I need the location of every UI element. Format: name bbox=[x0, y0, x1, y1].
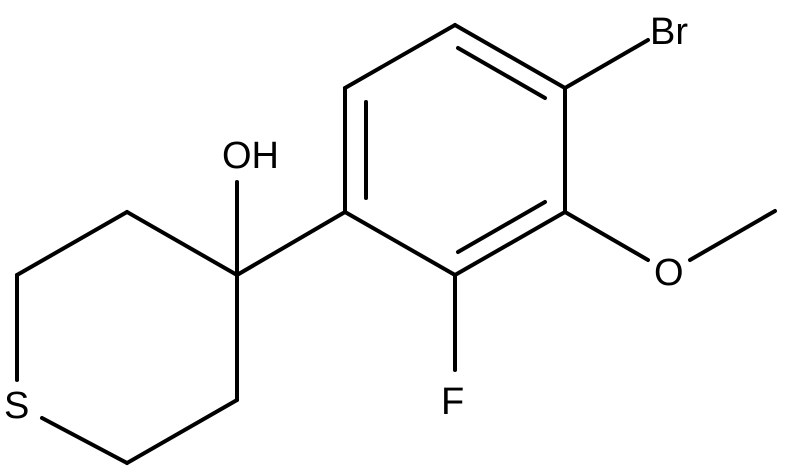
bond-ring-to-quaternary-carbon bbox=[235, 210, 347, 277]
bond-ring-to-bromine bbox=[563, 38, 650, 90]
thiane-bond-c6-c5 bbox=[125, 398, 239, 465]
atom-label-methoxy-oxygen: O bbox=[654, 252, 684, 294]
atom-label-sulfur: S bbox=[4, 385, 29, 427]
atom-label-bromine: Br bbox=[650, 11, 688, 53]
ring-bond-c5-c6 bbox=[343, 210, 457, 277]
ring-bond-c2-c3 bbox=[453, 23, 567, 90]
ring-bond-c1-c2 bbox=[343, 23, 457, 90]
ring-bond-c4-c5 bbox=[453, 210, 567, 277]
thiane-bond-c3-c2 bbox=[15, 210, 129, 277]
ring-double-bond-inner-1 bbox=[456, 46, 547, 100]
thiane-bond-s-c6 bbox=[40, 416, 129, 465]
atom-label-hydroxyl: OH bbox=[222, 135, 279, 177]
benzene-ring bbox=[343, 23, 567, 277]
bond-ring-to-oxygen bbox=[563, 210, 650, 262]
atom-label-fluorine: F bbox=[441, 381, 464, 423]
ring-double-bond-inner-2 bbox=[456, 200, 547, 254]
thiane-bond-c4-c3 bbox=[125, 210, 239, 277]
bond-oxygen-to-methyl bbox=[688, 209, 777, 262]
thiane-ring bbox=[15, 210, 239, 465]
